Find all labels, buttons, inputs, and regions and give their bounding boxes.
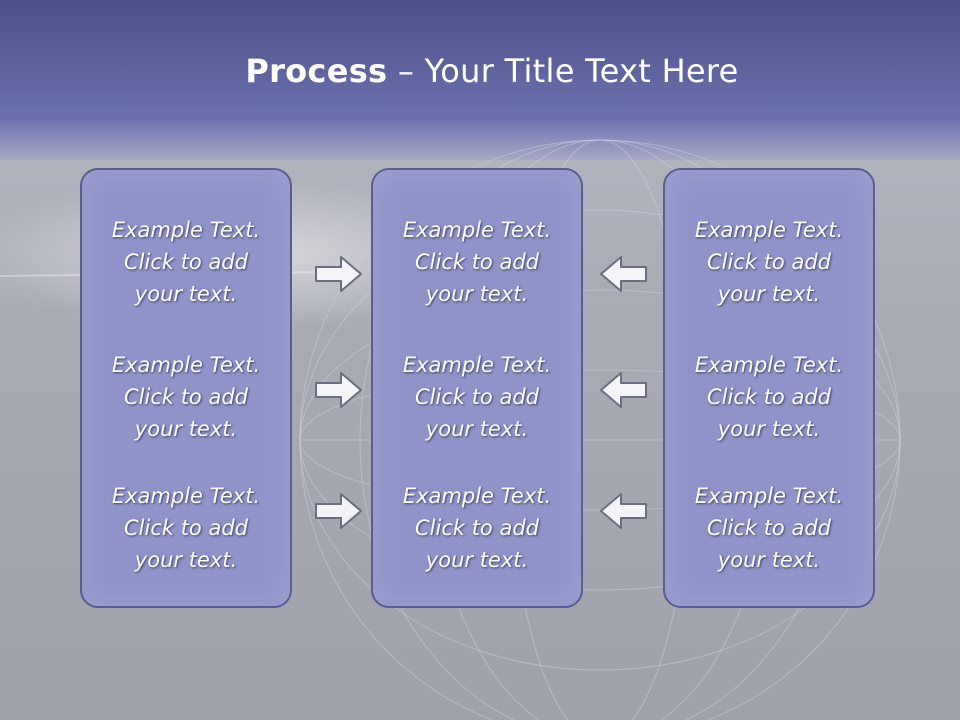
arrow-right-icon[interactable] <box>314 491 364 531</box>
process-box-left[interactable]: Example Text. Click to add your text. Ex… <box>80 168 292 608</box>
process-box-right[interactable]: Example Text. Click to add your text. Ex… <box>663 168 875 608</box>
arrow-left-icon[interactable] <box>598 254 648 294</box>
text-placeholder[interactable]: Example Text. Click to add your text. <box>373 214 581 310</box>
text-placeholder[interactable]: Example Text. Click to add your text. <box>82 480 290 576</box>
text-line: Example Text. <box>402 218 552 242</box>
arrow-left-icon[interactable] <box>598 370 648 410</box>
text-line: Example Text. <box>111 218 261 242</box>
slide-title[interactable]: Process – Your Title Text Here <box>0 52 960 90</box>
text-line: Click to add <box>706 516 831 540</box>
text-placeholder[interactable]: Example Text. Click to add your text. <box>82 349 290 445</box>
text-line: your text. <box>425 417 529 441</box>
process-box-middle[interactable]: Example Text. Click to add your text. Ex… <box>371 168 583 608</box>
text-line: your text. <box>425 282 529 306</box>
title-rest: – Your Title Text Here <box>387 52 739 90</box>
text-placeholder[interactable]: Example Text. Click to add your text. <box>82 214 290 310</box>
text-line: your text. <box>717 417 821 441</box>
text-line: Click to add <box>123 385 248 409</box>
text-line: Click to add <box>414 516 539 540</box>
arrow-right-icon[interactable] <box>314 254 364 294</box>
arrow-left-icon[interactable] <box>598 491 648 531</box>
text-line: Example Text. <box>402 484 552 508</box>
text-line: Example Text. <box>694 484 844 508</box>
text-line: Click to add <box>706 385 831 409</box>
text-line: Click to add <box>414 250 539 274</box>
text-placeholder[interactable]: Example Text. Click to add your text. <box>665 214 873 310</box>
text-placeholder[interactable]: Example Text. Click to add your text. <box>665 349 873 445</box>
arrow-right-icon[interactable] <box>314 370 364 410</box>
text-line: Example Text. <box>402 353 552 377</box>
text-placeholder[interactable]: Example Text. Click to add your text. <box>373 480 581 576</box>
text-line: your text. <box>134 548 238 572</box>
text-line: Example Text. <box>694 353 844 377</box>
text-line: Click to add <box>123 250 248 274</box>
text-line: Example Text. <box>111 484 261 508</box>
title-bar <box>0 0 960 160</box>
text-line: Example Text. <box>111 353 261 377</box>
title-bold: Process <box>245 52 388 90</box>
text-line: your text. <box>134 282 238 306</box>
text-line: Click to add <box>706 250 831 274</box>
text-line: Click to add <box>414 385 539 409</box>
text-placeholder[interactable]: Example Text. Click to add your text. <box>373 349 581 445</box>
text-line: Example Text. <box>694 218 844 242</box>
text-line: Click to add <box>123 516 248 540</box>
text-line: your text. <box>425 548 529 572</box>
text-line: your text. <box>717 548 821 572</box>
text-placeholder[interactable]: Example Text. Click to add your text. <box>665 480 873 576</box>
text-line: your text. <box>717 282 821 306</box>
text-line: your text. <box>134 417 238 441</box>
